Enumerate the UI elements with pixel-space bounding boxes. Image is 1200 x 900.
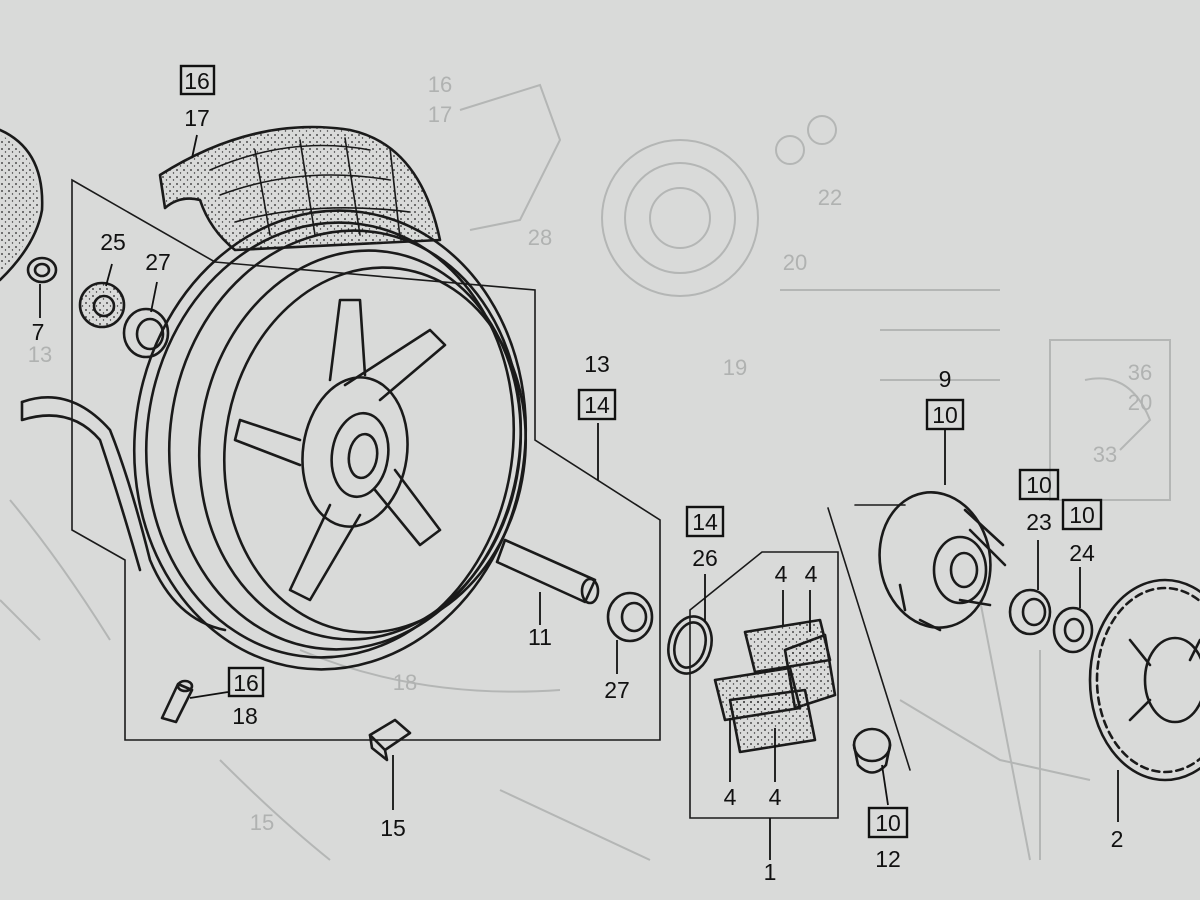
label-14-boxed: 14 <box>692 509 718 535</box>
dust-seal-25 <box>78 281 126 329</box>
label-25: 25 <box>100 229 126 255</box>
ghost-background: 16 17 19 20 22 13 28 36 20 33 15 18 <box>0 72 1171 861</box>
bearing-27-right <box>606 591 654 643</box>
label-10-boxed: 10 <box>1069 502 1095 528</box>
ghost-label: 15 <box>250 810 274 835</box>
ghost-label: 22 <box>818 185 842 210</box>
tire <box>158 125 442 252</box>
label-23: 23 <box>1026 509 1052 535</box>
ghost-label: 20 <box>1128 390 1152 415</box>
collar-12 <box>852 727 892 774</box>
ghost-label: 17 <box>428 102 452 127</box>
label-17: 17 <box>184 105 210 131</box>
ghost-label: 28 <box>528 225 552 250</box>
label-24: 24 <box>1069 540 1095 566</box>
bearing-23 <box>1008 588 1052 636</box>
damper-group-outline <box>689 551 839 819</box>
tire-flap <box>20 396 227 632</box>
ghost-label: 16 <box>428 72 452 97</box>
label-10-boxed: 10 <box>932 402 958 428</box>
label-15: 15 <box>380 815 406 841</box>
o-ring-26 <box>667 615 713 675</box>
label-4: 4 <box>805 561 818 587</box>
final-driven-flange-9 <box>878 491 1007 632</box>
axle-spacer-11 <box>495 538 600 605</box>
label-27: 27 <box>145 249 171 275</box>
label-11: 11 <box>528 624 552 650</box>
label-10-boxed: 10 <box>1026 472 1052 498</box>
ghost-label: 20 <box>783 250 807 275</box>
valve-18 <box>160 679 194 724</box>
label-16-boxed: 16 <box>184 68 210 94</box>
label-16-boxed: 16 <box>233 670 259 696</box>
label-4: 4 <box>769 784 782 810</box>
wheel-group-outline <box>71 178 661 741</box>
driven-sprocket-2 <box>1088 578 1200 782</box>
dust-seal-24 <box>1052 606 1094 654</box>
label-14-boxed: 14 <box>584 392 610 418</box>
balance-weight-15 <box>368 718 412 762</box>
bearing-27-left <box>122 307 170 359</box>
label-4: 4 <box>724 784 737 810</box>
callout-boxes <box>179 64 1103 839</box>
ghost-label: 36 <box>1128 360 1152 385</box>
ghost-label: 33 <box>1093 442 1117 467</box>
label-9: 9 <box>939 366 952 392</box>
collar-7 <box>26 256 58 284</box>
label-13: 13 <box>584 351 610 377</box>
callout-labels: 7 25 27 16 17 13 14 14 26 11 27 16 18 15… <box>32 68 1124 885</box>
label-26: 26 <box>692 545 718 571</box>
label-18: 18 <box>232 703 258 729</box>
damper-rubbers-4 <box>713 618 837 754</box>
label-4: 4 <box>775 561 788 587</box>
ghost-label: 19 <box>723 355 747 380</box>
ghost-label: 13 <box>28 342 52 367</box>
label-1: 1 <box>764 859 777 885</box>
label-7: 7 <box>32 319 45 345</box>
flange-group-outline <box>827 504 911 771</box>
label-2: 2 <box>1111 826 1124 852</box>
rear-wheel <box>132 209 528 671</box>
ghost-label: 18 <box>393 670 417 695</box>
label-12: 12 <box>875 846 901 872</box>
label-27: 27 <box>604 677 630 703</box>
brake-disc-edge <box>0 128 44 282</box>
label-10-boxed: 10 <box>875 810 901 836</box>
leader-lines <box>39 134 1119 860</box>
